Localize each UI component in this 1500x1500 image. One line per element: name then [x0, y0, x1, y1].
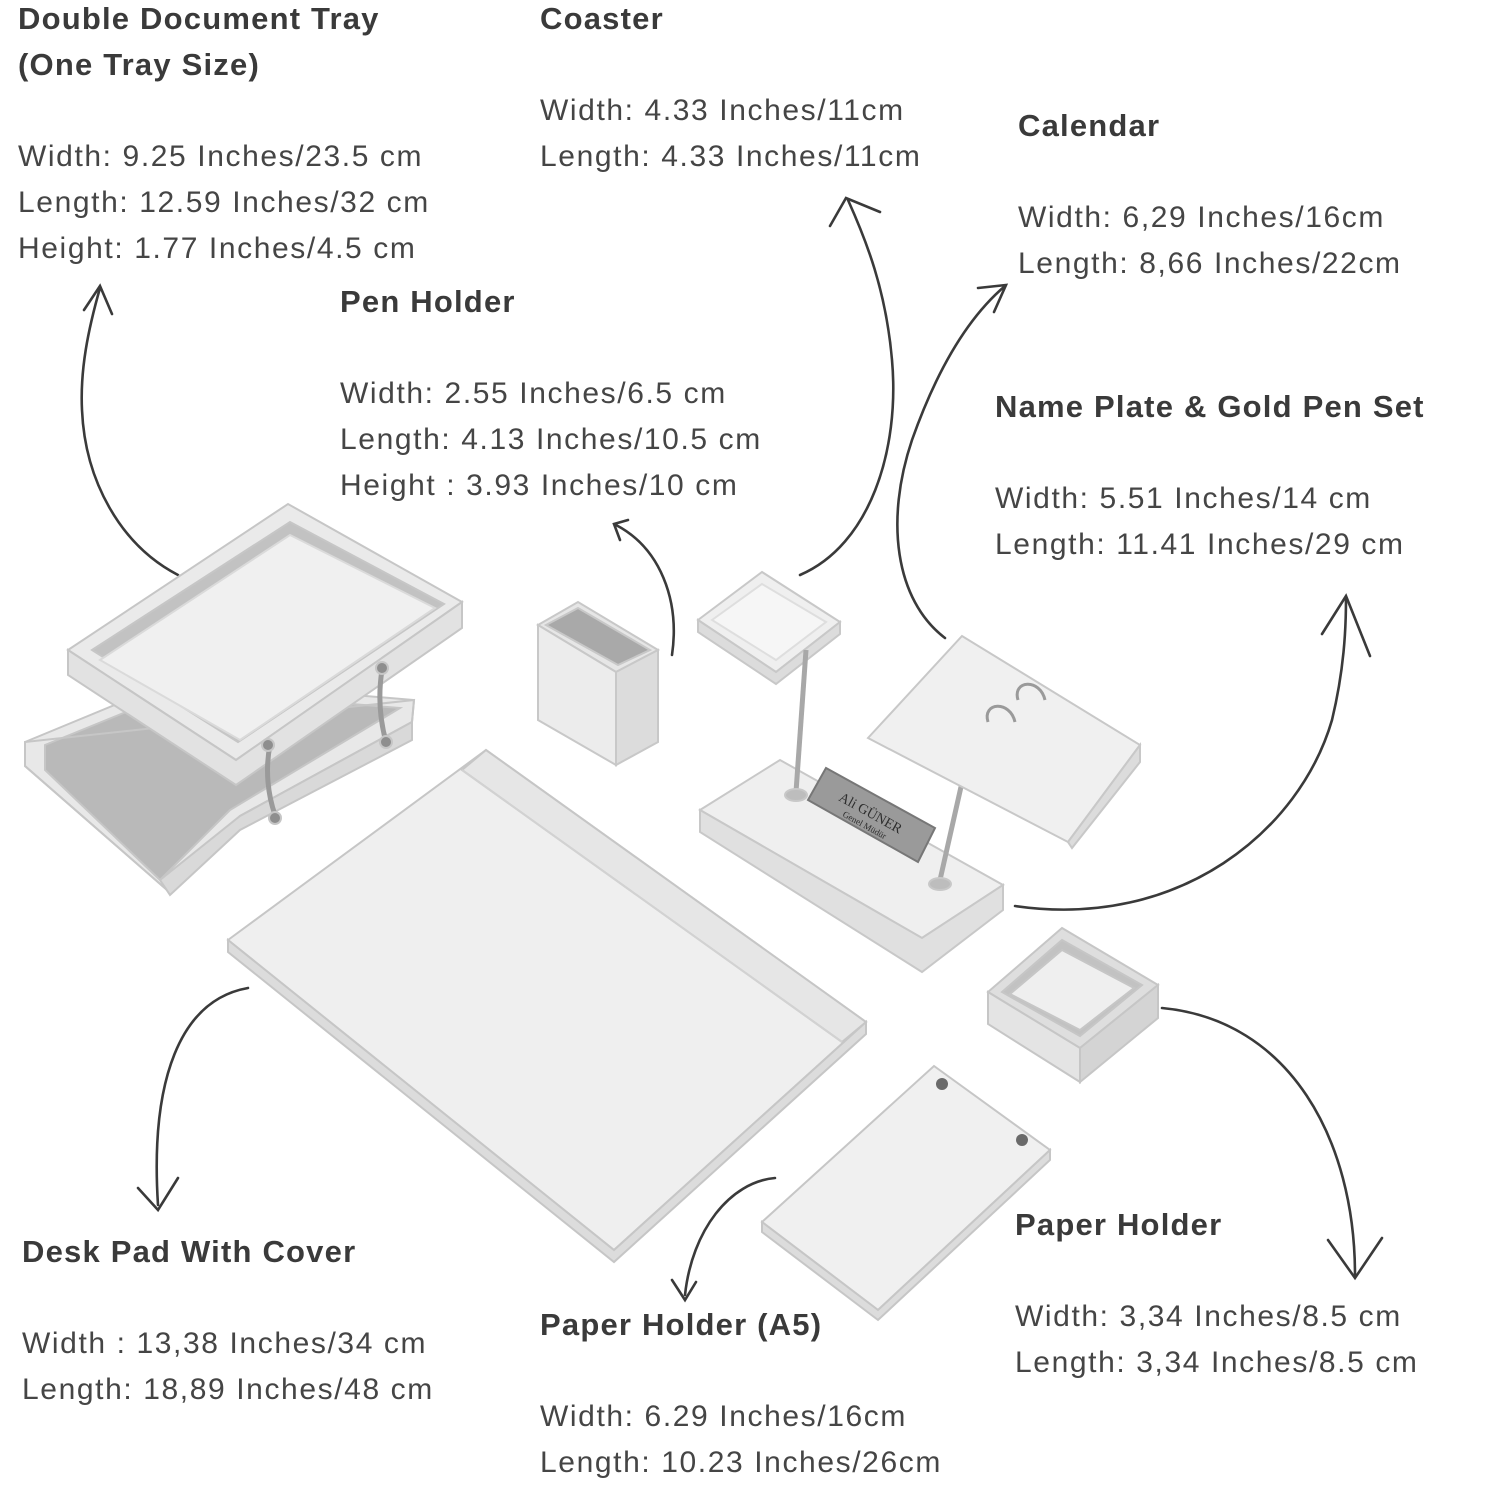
- pen-holder-width: Width: 2.55 Inches/6.5 cm: [340, 377, 727, 410]
- calendar-label: Calendar Width: 6,29 Inches/16cm Length:…: [1018, 103, 1402, 287]
- arrow-desk-pad: [155, 986, 250, 1207]
- tray-height: Height: 1.77 Inches/4.5 cm: [18, 232, 417, 265]
- arrow-tray-head: [82, 283, 114, 316]
- desk-pad-title: Desk Pad With Cover: [22, 1234, 357, 1269]
- document-tray: [24, 502, 464, 897]
- calendar-width: Width: 6,29 Inches/16cm: [1018, 201, 1385, 234]
- arrow-calendar: [896, 284, 1007, 640]
- tray-title-line-1: Double Document Tray: [18, 1, 380, 36]
- arrow-paper-holder-head: [1326, 1236, 1384, 1281]
- tray-width: Width: 9.25 Inches/23.5 cm: [18, 140, 424, 173]
- desk-pad: [226, 748, 868, 1264]
- paper-holder-a5-label: Paper Holder (A5) Width: 6.29 Inches/16c…: [540, 1302, 942, 1486]
- paper-holder-length: Length: 3,34 Inches/8.5 cm: [1015, 1346, 1419, 1379]
- arrow-desk-pad-head: [136, 1176, 180, 1213]
- paper-holder-width: Width: 3,34 Inches/8.5 cm: [1015, 1300, 1402, 1333]
- arrow-coaster: [798, 198, 895, 577]
- paper-holder-a5: [760, 1064, 1052, 1322]
- tray-label: Double Document Tray (One Tray Size) Wid…: [18, 0, 430, 272]
- arrow-coaster-head: [828, 196, 882, 228]
- paper-holder-a5-title: Paper Holder (A5): [540, 1307, 823, 1342]
- tray-length: Length: 12.59 Inches/32 cm: [18, 186, 430, 219]
- arrow-paper-a5: [683, 1176, 777, 1297]
- calendar-length: Length: 8,66 Inches/22cm: [1018, 247, 1402, 280]
- desk-pad-length: Length: 18,89 Inches/48 cm: [22, 1373, 434, 1406]
- paper-holder-title: Paper Holder: [1015, 1207, 1223, 1242]
- calendar: [866, 634, 1142, 850]
- arrow-paper-a5-head: [670, 1278, 698, 1303]
- paper-holder-label: Paper Holder Width: 3,34 Inches/8.5 cm L…: [1015, 1202, 1419, 1386]
- arrow-tray: [80, 286, 180, 577]
- pen-holder-length: Length: 4.13 Inches/10.5 cm: [340, 423, 762, 456]
- arrow-pen-holder-head: [612, 518, 630, 542]
- calendar-title: Calendar: [1018, 108, 1161, 143]
- tray-title-line-2: (One Tray Size): [18, 47, 260, 82]
- coaster: [696, 570, 842, 686]
- arrow-pen-holder: [614, 523, 676, 657]
- paper-holder-box: [986, 926, 1160, 1085]
- name-plate-title: Name Plate & Gold Pen Set: [995, 389, 1425, 424]
- arrow-name-plate: [1013, 596, 1348, 911]
- paper-holder-a5-length: Length: 10.23 Inches/26cm: [540, 1446, 942, 1479]
- arrow-calendar-head: [976, 283, 1009, 314]
- pen-holder-label: Pen Holder Width: 2.55 Inches/6.5 cm Len…: [340, 279, 762, 509]
- name-plate-set: Ali GÜNER Genel Müdür: [698, 649, 1005, 974]
- arrow-name-plate-head: [1320, 593, 1372, 658]
- arrows: [80, 196, 1384, 1303]
- desk-pad-label: Desk Pad With Cover Width : 13,38 Inches…: [22, 1229, 434, 1413]
- coaster-title: Coaster: [540, 1, 664, 36]
- name-plate-length: Length: 11.41 Inches/29 cm: [995, 528, 1405, 561]
- pen-holder-height: Height : 3.93 Inches/10 cm: [340, 469, 739, 502]
- arrow-paper-holder: [1160, 1006, 1357, 1277]
- desk-pad-width: Width : 13,38 Inches/34 cm: [22, 1327, 428, 1360]
- pen-holder-title: Pen Holder: [340, 284, 516, 319]
- name-plate-label: Name Plate & Gold Pen Set Width: 5.51 In…: [995, 384, 1425, 568]
- coaster-label: Coaster Width: 4.33 Inches/11cm Length: …: [540, 0, 921, 180]
- paper-holder-a5-width: Width: 6.29 Inches/16cm: [540, 1400, 907, 1433]
- coaster-width: Width: 4.33 Inches/11cm: [540, 94, 905, 127]
- name-plate-width: Width: 5.51 Inches/14 cm: [995, 482, 1372, 515]
- coaster-length: Length: 4.33 Inches/11cm: [540, 140, 922, 173]
- pen-holder: [536, 600, 661, 767]
